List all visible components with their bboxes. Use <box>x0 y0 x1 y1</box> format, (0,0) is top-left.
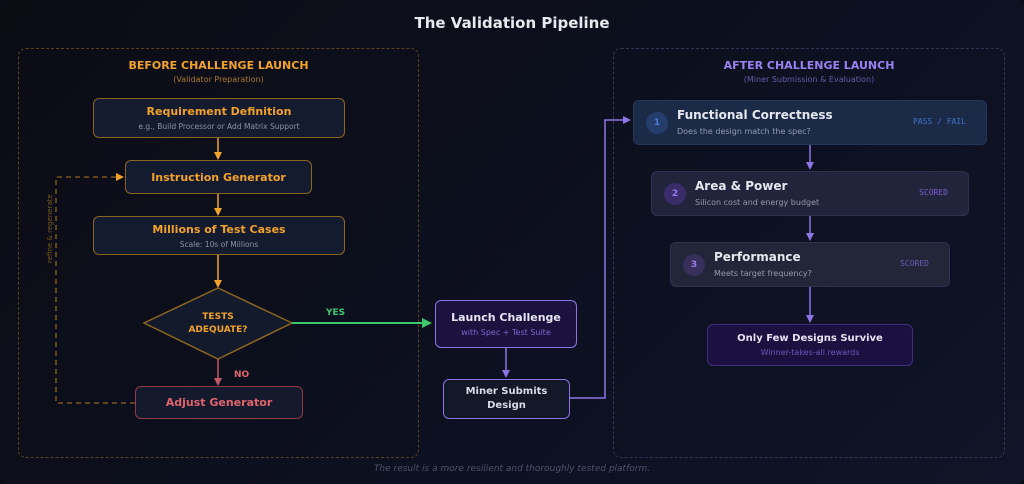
no-label: NO <box>234 370 250 380</box>
stage-title: Performance <box>714 250 801 264</box>
launch-subtitle: with Spec + Test Suite <box>461 328 551 337</box>
stage-tag: PASS / FAIL <box>913 116 966 126</box>
few-designs-survive-node: Only Few Designs Survive Winner-takes-al… <box>707 324 913 366</box>
stage-tag: SCORED <box>900 258 929 268</box>
before-panel-subheading: (Validator Preparation) <box>173 75 264 84</box>
stage-functional-correctness: 1 Functional Correctness Does the design… <box>633 100 987 145</box>
tests-subtitle: Scale: 10s of Millions <box>179 239 259 249</box>
after-panel-subheading: (Miner Submission & Evaluation) <box>743 75 875 84</box>
stage-tag: SCORED <box>919 187 948 197</box>
stage-performance: 3 Performance Meets target frequency? SC… <box>670 242 950 287</box>
miner-line1: Miner Submits <box>465 386 548 397</box>
instruction-title: Instruction Generator <box>151 170 286 184</box>
stage-subtitle: Meets target frequency? <box>714 269 812 278</box>
requirement-subtitle: e.g., Build Processor or Add Matrix Supp… <box>138 122 300 131</box>
yes-label: YES <box>326 308 346 318</box>
stage-title: Area & Power <box>695 179 788 193</box>
adjust-generator-node: Adjust Generator <box>135 386 303 419</box>
test-cases-node: Millions of Test Cases Scale: 10s of Mil… <box>93 216 345 255</box>
before-launch-panel: BEFORE CHALLENGE LAUNCH (Validator Prepa… <box>18 48 419 458</box>
before-panel-heading: BEFORE CHALLENGE LAUNCH <box>128 59 309 72</box>
tests-title: Millions of Test Cases <box>152 222 286 236</box>
footer-caption: The result is a more resilient and thoro… <box>373 464 651 474</box>
stage-number-badge: 1 <box>646 111 668 134</box>
requirement-title: Requirement Definition <box>146 105 292 118</box>
adjust-title: Adjust Generator <box>165 396 273 409</box>
arrow-refine-loop <box>55 173 135 404</box>
after-launch-panel: AFTER CHALLENGE LAUNCH (Miner Submission… <box>613 48 1005 458</box>
instruction-generator-node: Instruction Generator <box>125 160 312 194</box>
diagram-title: The Validation Pipeline <box>414 14 610 32</box>
arrow-miner-to-stage1 <box>570 116 631 399</box>
launch-challenge-node: Launch Challenge with Spec + Test Suite <box>435 300 577 348</box>
result-title: Only Few Designs Survive <box>737 333 883 344</box>
stage-area-power: 2 Area & Power Silicon cost and energy b… <box>651 171 969 216</box>
miner-submits-node: Miner Submits Design <box>443 379 570 419</box>
decision-line1: TESTS <box>202 312 234 322</box>
miner-line2: Design <box>487 400 526 411</box>
stage-number-badge: 2 <box>664 182 686 205</box>
stage-number-badge: 3 <box>683 253 705 276</box>
launch-title: Launch Challenge <box>451 311 561 324</box>
decision-label: TESTS ADEQUATE? <box>168 311 268 337</box>
after-panel-heading: AFTER CHALLENGE LAUNCH <box>723 59 895 72</box>
decision-line2: ADEQUATE? <box>188 325 248 335</box>
refine-loop-label: refine & regenerate <box>46 194 54 263</box>
requirement-definition-node: Requirement Definition e.g., Build Proce… <box>93 98 345 138</box>
result-subtitle: Winner-takes-all rewards <box>760 348 860 357</box>
stage-subtitle: Silicon cost and energy budget <box>695 198 820 207</box>
stage-subtitle: Does the design match the spec? <box>677 127 811 136</box>
stage-title: Functional Correctness <box>677 108 833 122</box>
